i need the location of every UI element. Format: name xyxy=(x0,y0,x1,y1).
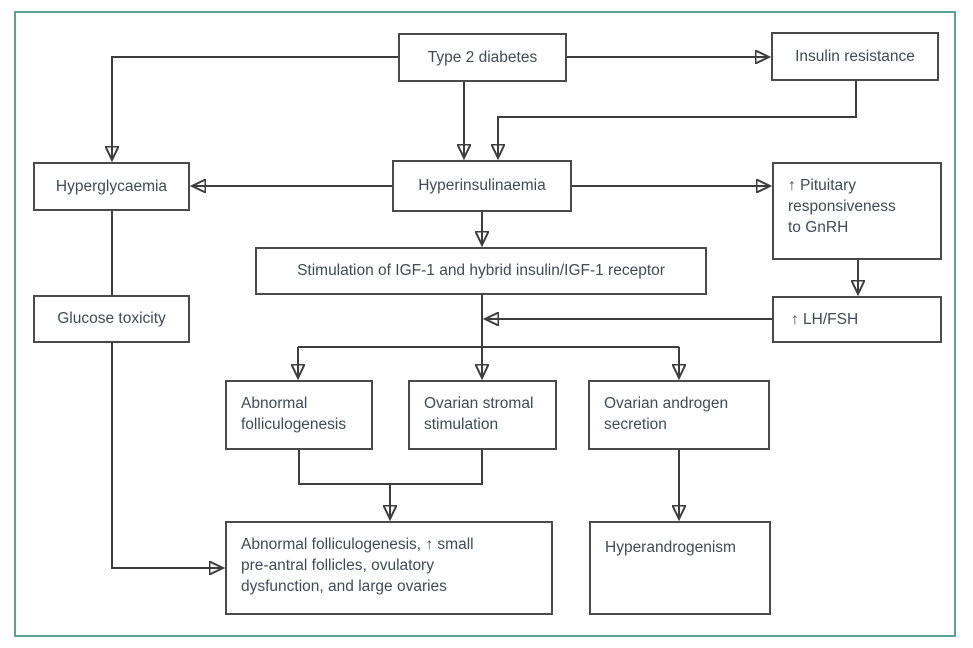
node-hyperandrogenism: Hyperandrogenism xyxy=(589,521,771,615)
node-ovulatory-dysfunction-outcome: Abnormal folliculogenesis, ↑ small pre-a… xyxy=(225,521,553,615)
node-pituitary-responsiveness: ↑ Pituitary responsiveness to GnRH xyxy=(772,162,942,260)
node-glucose-toxicity: Glucose toxicity xyxy=(33,295,190,343)
node-igf1-stimulation: Stimulation of IGF-1 and hybrid insulin/… xyxy=(255,247,707,295)
node-hyperinsulinaemia: Hyperinsulinaemia xyxy=(392,160,572,212)
node-type-2-diabetes: Type 2 diabetes xyxy=(398,33,567,82)
node-hyperglycaemia: Hyperglycaemia xyxy=(33,162,190,211)
node-abnormal-folliculogenesis: Abnormal folliculogenesis xyxy=(225,380,373,450)
node-insulin-resistance: Insulin resistance xyxy=(771,32,939,81)
node-ovarian-stromal-stimulation: Ovarian stromal stimulation xyxy=(408,380,557,450)
node-ovarian-androgen-secretion: Ovarian androgen secretion xyxy=(588,380,770,450)
node-lh-fsh: ↑ LH/FSH xyxy=(772,296,942,343)
